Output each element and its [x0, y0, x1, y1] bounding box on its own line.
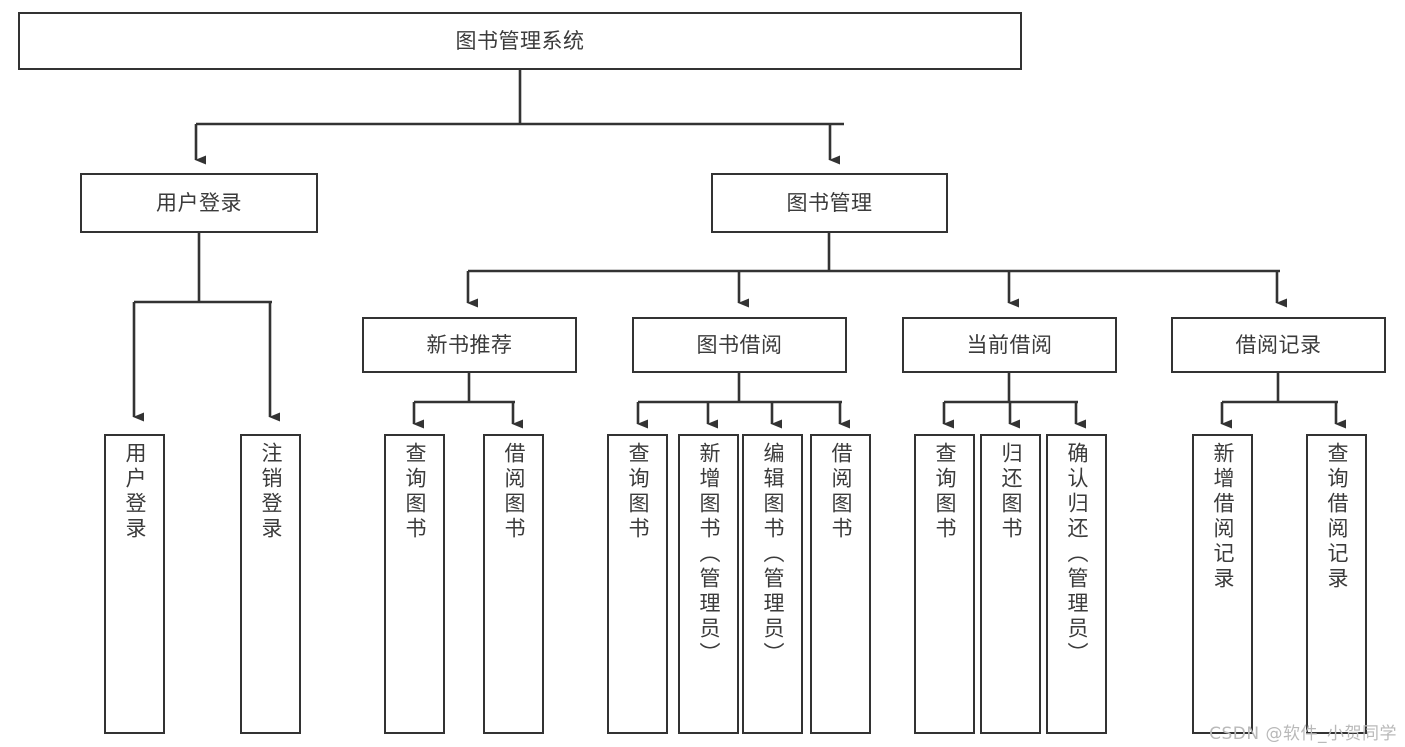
leaf-borrow-book-2-label: 借阅图书 — [829, 442, 853, 542]
node-borrow-record-label: 借阅记录 — [1235, 332, 1322, 357]
node-current-borrow-label: 当前借阅 — [966, 332, 1053, 357]
leaf-return-book-label: 归还图书 — [999, 442, 1023, 542]
leaf-add-record[interactable]: 新增借阅记录 — [1192, 434, 1253, 734]
node-current-borrow[interactable]: 当前借阅 — [902, 317, 1117, 373]
leaf-query-record-label: 查询借阅记录 — [1325, 442, 1349, 592]
csdn-watermark: CSDN @软件_小贺同学 — [1209, 724, 1397, 744]
leaf-confirm-return[interactable]: 确认归还（管理员） — [1046, 434, 1107, 734]
leaf-query-book-2[interactable]: 查询图书 — [607, 434, 668, 734]
node-root[interactable]: 图书管理系统 — [18, 12, 1022, 70]
leaf-query-book-1[interactable]: 查询图书 — [384, 434, 445, 734]
node-user-login-label: 用户登录 — [156, 190, 242, 215]
leaf-add-book-label: 新增图书（管理员） — [697, 442, 721, 667]
node-user-login[interactable]: 用户登录 — [80, 173, 318, 233]
node-new-book-recommend[interactable]: 新书推荐 — [362, 317, 577, 373]
leaf-edit-book[interactable]: 编辑图书（管理员） — [742, 434, 803, 734]
node-root-label: 图书管理系统 — [455, 28, 585, 53]
node-book-borrow[interactable]: 图书借阅 — [632, 317, 847, 373]
leaf-query-record[interactable]: 查询借阅记录 — [1306, 434, 1367, 734]
leaf-return-book[interactable]: 归还图书 — [980, 434, 1041, 734]
node-book-manage-label: 图书管理 — [786, 190, 873, 215]
leaf-query-book-2-label: 查询图书 — [626, 442, 650, 542]
leaf-borrow-book-1[interactable]: 借阅图书 — [483, 434, 544, 734]
leaf-logout[interactable]: 注销登录 — [240, 434, 301, 734]
leaf-add-record-label: 新增借阅记录 — [1211, 442, 1235, 592]
node-book-manage[interactable]: 图书管理 — [711, 173, 948, 233]
leaf-borrow-book-1-label: 借阅图书 — [502, 442, 526, 542]
leaf-user-login[interactable]: 用户登录 — [104, 434, 165, 734]
node-borrow-record[interactable]: 借阅记录 — [1171, 317, 1386, 373]
leaf-borrow-book-2[interactable]: 借阅图书 — [810, 434, 871, 734]
node-new-book-recommend-label: 新书推荐 — [426, 332, 513, 357]
leaf-confirm-return-label: 确认归还（管理员） — [1065, 442, 1089, 667]
leaf-query-book-3[interactable]: 查询图书 — [914, 434, 975, 734]
node-book-borrow-label: 图书借阅 — [696, 332, 783, 357]
leaf-user-login-label: 用户登录 — [123, 442, 147, 542]
leaf-query-book-3-label: 查询图书 — [933, 442, 957, 542]
leaf-add-book[interactable]: 新增图书（管理员） — [678, 434, 739, 734]
leaf-query-book-1-label: 查询图书 — [403, 442, 427, 542]
leaf-edit-book-label: 编辑图书（管理员） — [761, 442, 785, 667]
leaf-logout-label: 注销登录 — [259, 442, 283, 542]
